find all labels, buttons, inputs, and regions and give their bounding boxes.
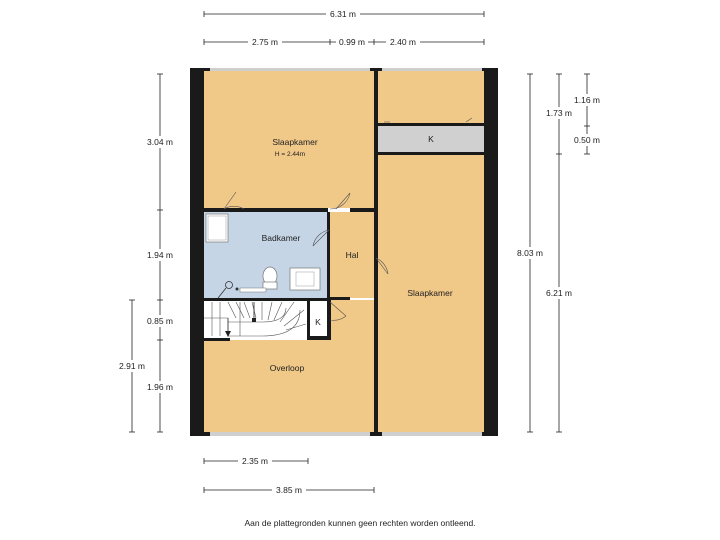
wall-closet-left: [307, 300, 310, 340]
svg-text:6.31 m: 6.31 m: [330, 9, 356, 19]
radiator-icon: [239, 287, 267, 293]
svg-text:1.94 m: 1.94 m: [147, 250, 173, 260]
svg-text:1.96 m: 1.96 m: [147, 382, 173, 392]
bedroom-top-fill: [204, 70, 374, 208]
svg-text:2.40 m: 2.40 m: [390, 37, 416, 47]
dimension-top-total: 6.31 m: [203, 8, 485, 20]
staircase-icon: [204, 301, 307, 337]
window-top-2: [382, 68, 482, 71]
dimension-right-segments: 1.73 m 6.21 m: [543, 73, 575, 433]
wall-bath-bottom: [204, 298, 330, 301]
svg-text:0.85 m: 0.85 m: [147, 316, 173, 326]
dimension-right-total: 8.03 m: [514, 73, 546, 433]
toilet-icon: [262, 266, 278, 290]
stair-arrow-icon: [225, 302, 256, 337]
wall-stair-bottom: [204, 338, 230, 341]
dimension-top-segments: 2.75 m 0.99 m 2.40 m: [203, 36, 485, 48]
room-height-label: H = 2.44m: [275, 151, 305, 158]
bedroom-right-fill: [378, 154, 484, 432]
sink-icon: [289, 267, 321, 291]
door-bedroom-right: [375, 257, 389, 275]
room-label-bedroom-top: Slaapkamer: [272, 137, 318, 147]
room-label-closet-small: K: [315, 317, 321, 327]
bedroom-right-upper-fill: [378, 70, 484, 124]
svg-text:0.50 m: 0.50 m: [574, 135, 600, 145]
wall-left: [190, 70, 204, 436]
closet-small-fill: [310, 304, 328, 336]
dimension-bottom-2: 3.85 m: [203, 484, 375, 496]
svg-text:3.04 m: 3.04 m: [147, 137, 173, 147]
wall-bedroom-bottom: [204, 208, 328, 212]
wall-closet-top-top: [378, 123, 484, 126]
svg-text:0.99 m: 0.99 m: [339, 37, 365, 47]
svg-text:2.35 m: 2.35 m: [242, 456, 268, 466]
room-label-hall: Hal: [346, 250, 359, 260]
dimension-bottom-1: 2.35 m: [203, 455, 309, 467]
window-bottom-2: [382, 432, 482, 436]
svg-text:8.03 m: 8.03 m: [517, 248, 543, 258]
svg-text:2.75 m: 2.75 m: [252, 37, 278, 47]
door-bedroom-top: [223, 191, 351, 210]
dimension-right-inner: 1.16 m 0.50 m: [571, 73, 603, 155]
svg-text:1.16 m: 1.16 m: [574, 95, 600, 105]
wall-closet-top-bottom: [378, 152, 484, 155]
room-label-bedroom-right: Slaapkamer: [407, 288, 453, 298]
wall-bath-right: [327, 212, 330, 302]
window-top-1: [210, 68, 370, 71]
door-closet-top: [384, 117, 473, 123]
svg-text:2.91 m: 2.91 m: [119, 361, 145, 371]
dimension-left-outer: 2.91 m: [116, 299, 148, 433]
wall-closet-right: [327, 300, 331, 340]
window-bottom-1: [210, 432, 370, 436]
svg-text:6.21 m: 6.21 m: [546, 288, 572, 298]
wall-hall-top: [350, 208, 374, 212]
shower-head-icon: [217, 281, 239, 299]
room-label-closet-top: K: [428, 134, 434, 144]
wall-hall-bottom: [330, 297, 350, 300]
disclaimer-text: Aan de plattegronden kunnen geen rechten…: [244, 518, 476, 528]
room-label-bathroom: Badkamer: [262, 233, 301, 243]
door-bathroom: [312, 229, 330, 247]
closet-top-fill: [378, 126, 484, 152]
svg-text:1.73 m: 1.73 m: [546, 108, 572, 118]
room-label-landing: Overloop: [270, 363, 305, 373]
wall-center-vertical: [374, 70, 378, 432]
svg-text:3.85 m: 3.85 m: [276, 485, 302, 495]
hall-fill: [330, 212, 374, 298]
door-closet-small: [329, 301, 347, 321]
shower-icon: [205, 213, 229, 243]
wall-right: [484, 70, 498, 436]
wall-closet-bottom: [307, 336, 331, 340]
dimension-left-segments: 3.04 m 1.94 m 0.85 m 1.96 m: [144, 73, 176, 433]
landing-fill: [204, 340, 374, 432]
